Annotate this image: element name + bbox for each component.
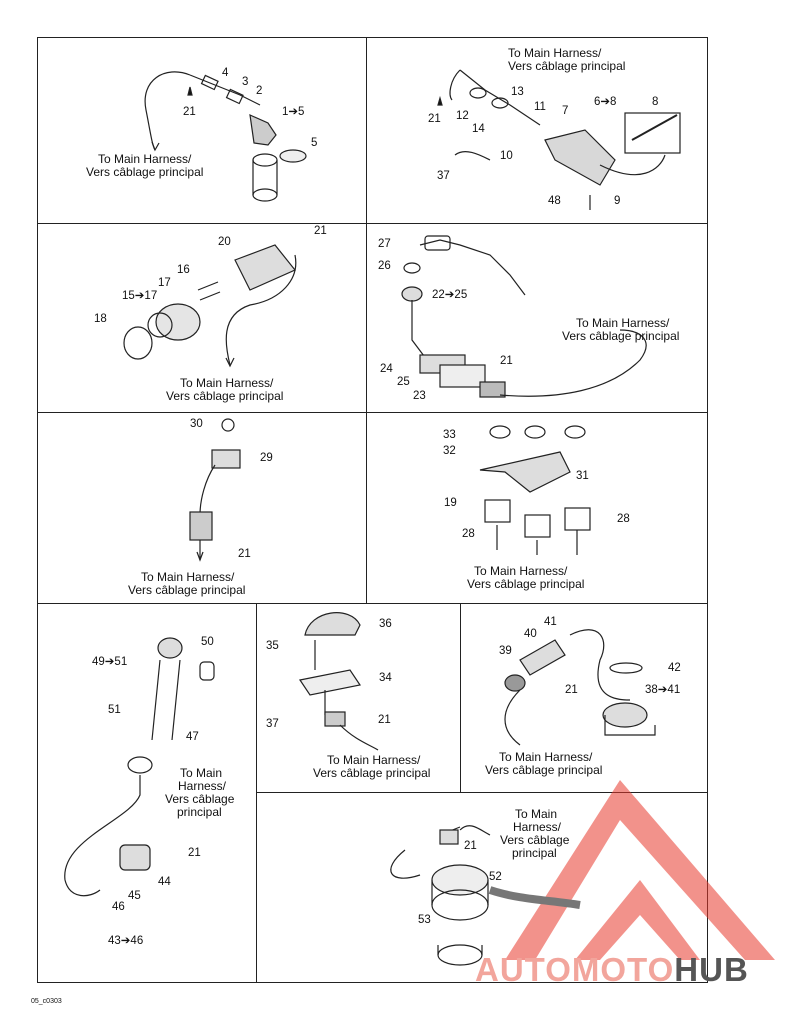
harness-caption-l4: principal xyxy=(512,846,557,860)
ref-21: 21 xyxy=(464,840,477,852)
harness-caption-fr: Vers câblage principal xyxy=(508,59,626,73)
ref-16: 16 xyxy=(177,264,190,276)
harness-caption-fr: Vers câblage principal xyxy=(128,583,246,597)
ref-28: 28 xyxy=(462,528,475,540)
ref-8: 8 xyxy=(652,96,659,108)
ref-51: 51 xyxy=(108,704,121,716)
ref-47: 47 xyxy=(186,731,199,743)
ref-43-46: 43➔46 xyxy=(108,935,144,947)
ref-40: 40 xyxy=(524,628,537,640)
ref-30: 30 xyxy=(190,418,203,430)
ref-18: 18 xyxy=(94,313,107,325)
ref-39: 39 xyxy=(499,645,512,657)
ref-29: 29 xyxy=(260,452,273,464)
harness-caption-en: To Main Harness/ xyxy=(327,753,421,767)
ref-13: 13 xyxy=(511,86,524,98)
ref-21: 21 xyxy=(183,106,196,118)
ref-33: 33 xyxy=(443,429,456,441)
harness-caption-en: To Main Harness/ xyxy=(499,750,593,764)
harness-caption-l2: Harness/ xyxy=(178,779,227,793)
harness-caption-en: To Main Harness/ xyxy=(180,376,274,390)
ref-42: 42 xyxy=(668,662,681,674)
harness-caption-en: To Main Harness/ xyxy=(98,152,192,166)
ref-11: 11 xyxy=(534,101,546,113)
ref-21: 21 xyxy=(565,684,578,696)
ref-1-5: 1➔5 xyxy=(282,106,305,118)
ref-25: 25 xyxy=(397,376,410,388)
ref-36: 36 xyxy=(379,618,392,630)
ref-23: 23 xyxy=(413,390,426,402)
ref-15-17: 15➔17 xyxy=(122,290,158,302)
ref-41: 41 xyxy=(544,616,557,628)
harness-caption-en: To Main Harness/ xyxy=(508,46,602,60)
ref-24: 24 xyxy=(380,363,393,375)
harness-caption-fr: Vers câblage principal xyxy=(166,389,284,403)
harness-caption-en: To Main Harness/ xyxy=(576,316,670,330)
harness-caption-l3: Vers câblage xyxy=(165,792,235,806)
ref-37: 37 xyxy=(437,170,450,182)
harness-caption-l2: Harness/ xyxy=(513,820,562,834)
ref-17: 17 xyxy=(158,277,171,289)
ref-38-41: 38➔41 xyxy=(645,684,681,696)
ref-21: 21 xyxy=(188,847,201,859)
ref-21: 21 xyxy=(500,355,513,367)
ref-26: 26 xyxy=(378,260,391,272)
ref-21: 21 xyxy=(238,548,251,560)
ref-12: 12 xyxy=(456,110,469,122)
ref-22-25: 22➔25 xyxy=(432,289,468,301)
ref-3: 3 xyxy=(242,76,249,88)
ref-19: 19 xyxy=(444,497,457,509)
ref-21: 21 xyxy=(314,225,327,237)
ref-21: 21 xyxy=(428,113,441,125)
watermark-logo xyxy=(505,780,775,960)
ref-6-8: 6➔8 xyxy=(594,96,617,108)
ref-53: 53 xyxy=(418,914,431,926)
ref-44: 44 xyxy=(158,876,171,888)
ref-45: 45 xyxy=(128,890,141,902)
ref-27: 27 xyxy=(378,238,391,250)
harness-caption-fr: Vers câblage principal xyxy=(467,577,585,591)
ref-32: 32 xyxy=(443,445,456,457)
ref-5: 5 xyxy=(311,137,318,149)
harness-caption-en: To Main Harness/ xyxy=(474,564,568,578)
ref-49-51: 49➔51 xyxy=(92,656,128,668)
harness-caption-l3: Vers câblage xyxy=(500,833,570,847)
ref-4: 4 xyxy=(222,67,229,79)
ref-52: 52 xyxy=(489,871,502,883)
harness-caption-en: To Main Harness/ xyxy=(141,570,235,584)
harness-caption-fr: Vers câblage principal xyxy=(485,763,603,777)
ref-34: 34 xyxy=(379,672,392,684)
ref-20: 20 xyxy=(218,236,231,248)
ref-35: 35 xyxy=(266,640,279,652)
ref-10: 10 xyxy=(500,150,513,162)
ref-50: 50 xyxy=(201,636,214,648)
harness-caption-l4: principal xyxy=(177,805,222,819)
harness-caption-fr: Vers câblage principal xyxy=(313,766,431,780)
ref-9: 9 xyxy=(614,195,621,207)
harness-caption-l1: To Main xyxy=(180,766,223,780)
ref-37: 37 xyxy=(266,718,279,730)
ref-21: 21 xyxy=(378,714,391,726)
ref-46: 46 xyxy=(112,901,125,913)
ref-14: 14 xyxy=(472,123,485,135)
ref-28: 28 xyxy=(617,513,630,525)
figure-code: 05_c0303 xyxy=(31,998,62,1005)
ref-48: 48 xyxy=(548,195,561,207)
watermark-text: AUTOMOTOHUB xyxy=(475,951,749,988)
ref-31: 31 xyxy=(576,470,589,482)
ref-7: 7 xyxy=(562,105,569,117)
harness-caption-fr: Vers câblage principal xyxy=(86,165,204,179)
harness-caption-fr: Vers câblage principal xyxy=(562,329,680,343)
harness-caption-l1: To Main xyxy=(515,807,558,821)
ref-2: 2 xyxy=(256,85,263,97)
